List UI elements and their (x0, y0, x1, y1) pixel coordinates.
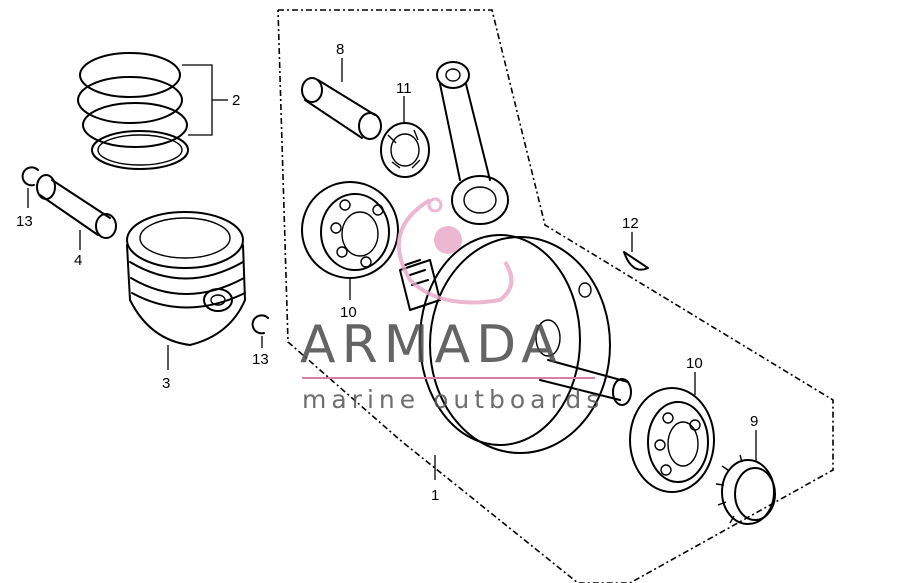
pin-clip-right (251, 314, 269, 335)
callout-10-right: 10 (686, 355, 703, 372)
woodruff-key (623, 251, 649, 271)
connecting-rod (436, 61, 509, 225)
callout-3: 3 (162, 375, 170, 392)
callout-11: 11 (396, 80, 412, 97)
watermark: ARMADA marine outboards (300, 197, 604, 414)
callout-8: 8 (336, 41, 344, 58)
crank-pin (301, 77, 382, 140)
callout-13-right: 13 (252, 351, 269, 368)
callout-12: 12 (622, 215, 639, 232)
callout-10-left: 10 (340, 304, 357, 321)
watermark-tagline: marine outboards (302, 385, 604, 414)
pin-clip-left (21, 166, 39, 187)
piston (126, 211, 246, 346)
piston-rings (77, 52, 189, 170)
callout-2: 2 (232, 92, 240, 109)
crankshaft (399, 234, 632, 454)
assembly-group-outline (277, 9, 834, 583)
ball-bearing-right (629, 387, 715, 493)
timing-sprocket (715, 454, 776, 525)
callout-1: 1 (431, 487, 439, 504)
callout-9: 9 (750, 413, 758, 430)
piston-pin (36, 174, 117, 239)
needle-bearing (380, 122, 430, 178)
watermark-logo-mark (396, 197, 514, 305)
callout-4: 4 (74, 252, 82, 269)
watermark-brand: ARMADA (300, 315, 563, 375)
callout-13-left: 13 (16, 213, 33, 230)
ball-bearing-left (301, 181, 399, 279)
